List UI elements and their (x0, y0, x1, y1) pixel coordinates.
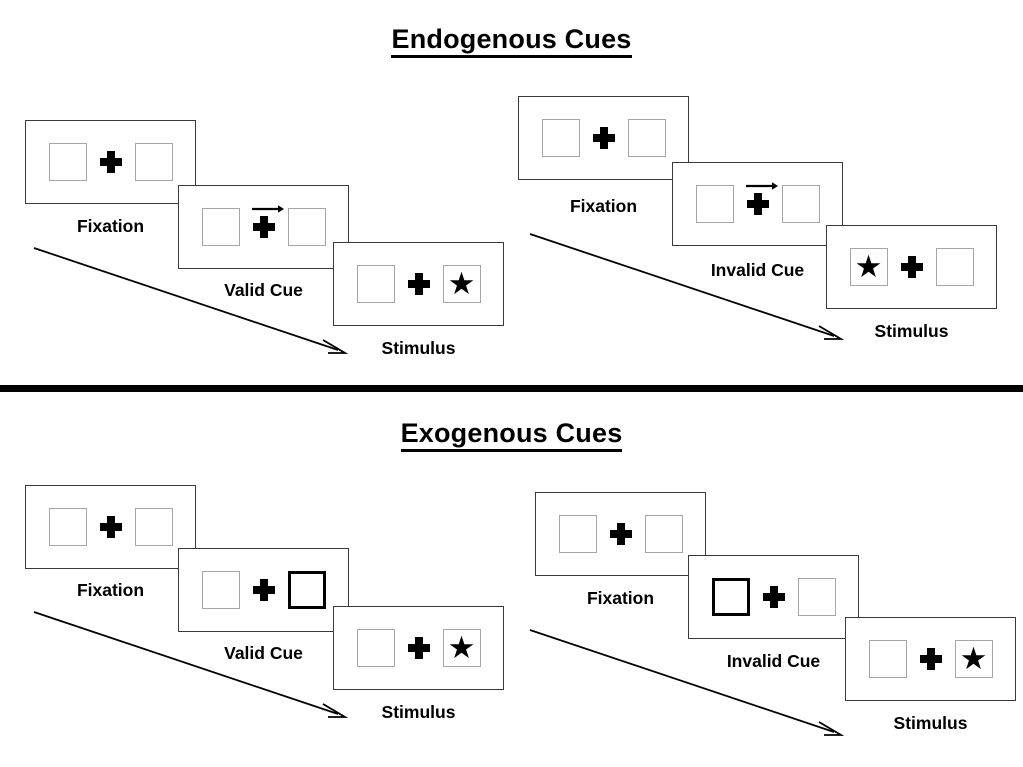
panel-endogenous-valid-cue (178, 185, 349, 269)
box-right (134, 508, 173, 546)
box-left (356, 265, 395, 303)
box-left (868, 640, 907, 678)
time-arrow-icon-exogenous-valid (33, 611, 349, 718)
box-left (48, 508, 87, 546)
box-left (48, 143, 87, 181)
section-title-exogenous-text: Exogenous Cues (400, 418, 623, 452)
panel-exogenous-invalid-fixation (535, 492, 706, 576)
panel-exogenous-invalid-cue (688, 555, 859, 639)
fixation-cross (592, 127, 615, 149)
fixation-cross (745, 182, 778, 215)
time-arrow-icon-endogenous-valid (33, 247, 349, 354)
fixation-cross (919, 648, 942, 670)
fixation-cross (99, 151, 122, 173)
panel-label-exogenous-invalid-fixation: Fixation (586, 588, 655, 608)
panel-label-exogenous-valid-stimulus: Stimulus (381, 702, 456, 722)
panel-label-endogenous-invalid-stimulus: Stimulus (874, 321, 949, 341)
box-right (644, 515, 683, 553)
arrow-right-icon (745, 182, 778, 190)
panel-exogenous-valid-cue (178, 548, 349, 632)
arrow-right-icon (251, 205, 284, 213)
fixation-cross (252, 579, 275, 601)
panel-label-exogenous-invalid-cue: Invalid Cue (726, 651, 821, 671)
panel-endogenous-valid-fixation (25, 120, 196, 204)
star-icon: ★ (447, 265, 476, 301)
fixation-cross (251, 205, 284, 238)
section-title-endogenous-text: Endogenous Cues (391, 24, 632, 58)
panel-label-exogenous-valid-fixation: Fixation (76, 580, 145, 600)
box-right: ★ (954, 640, 993, 678)
box-right (797, 578, 836, 616)
box-left (201, 208, 240, 246)
box-right (134, 143, 173, 181)
box-left (356, 629, 395, 667)
box-left (541, 119, 580, 157)
time-arrow-icon-endogenous-invalid (529, 233, 845, 340)
fixation-cross (900, 256, 923, 278)
panel-label-exogenous-invalid-stimulus: Stimulus (893, 713, 968, 733)
box-left (558, 515, 597, 553)
fixation-cross (99, 516, 122, 538)
box-left-cued (711, 578, 750, 616)
star-icon: ★ (959, 640, 988, 676)
box-right: ★ (442, 629, 481, 667)
panel-label-exogenous-valid-cue: Valid Cue (224, 643, 303, 663)
box-right (287, 208, 326, 246)
box-left (695, 185, 734, 223)
panel-label-endogenous-valid-fixation: Fixation (76, 216, 145, 236)
panel-endogenous-valid-stimulus: ★ (333, 242, 504, 326)
star-icon: ★ (447, 629, 476, 665)
panel-label-endogenous-valid-cue: Valid Cue (224, 280, 303, 300)
fixation-cross (762, 586, 785, 608)
section-title-endogenous: Endogenous Cues (0, 24, 1023, 58)
panel-label-endogenous-invalid-fixation: Fixation (569, 196, 638, 216)
box-right (935, 248, 974, 286)
panel-endogenous-invalid-stimulus: ★ (826, 225, 997, 309)
fixation-cross (407, 273, 430, 295)
box-left: ★ (849, 248, 888, 286)
box-right: ★ (442, 265, 481, 303)
box-right (781, 185, 820, 223)
fixation-cross (609, 523, 632, 545)
fixation-cross (407, 637, 430, 659)
panel-label-endogenous-invalid-cue: Invalid Cue (710, 260, 805, 280)
star-icon: ★ (854, 248, 883, 284)
panel-endogenous-invalid-cue (672, 162, 843, 246)
panel-label-endogenous-valid-stimulus: Stimulus (381, 338, 456, 358)
time-arrow-icon-exogenous-invalid (529, 629, 845, 736)
panel-exogenous-valid-fixation (25, 485, 196, 569)
box-left (201, 571, 240, 609)
panel-exogenous-valid-stimulus: ★ (333, 606, 504, 690)
box-right (627, 119, 666, 157)
box-right-cued (287, 571, 326, 609)
panel-exogenous-invalid-stimulus: ★ (845, 617, 1016, 701)
section-title-exogenous: Exogenous Cues (0, 418, 1023, 452)
panel-endogenous-invalid-fixation (518, 96, 689, 180)
section-divider (0, 385, 1023, 392)
